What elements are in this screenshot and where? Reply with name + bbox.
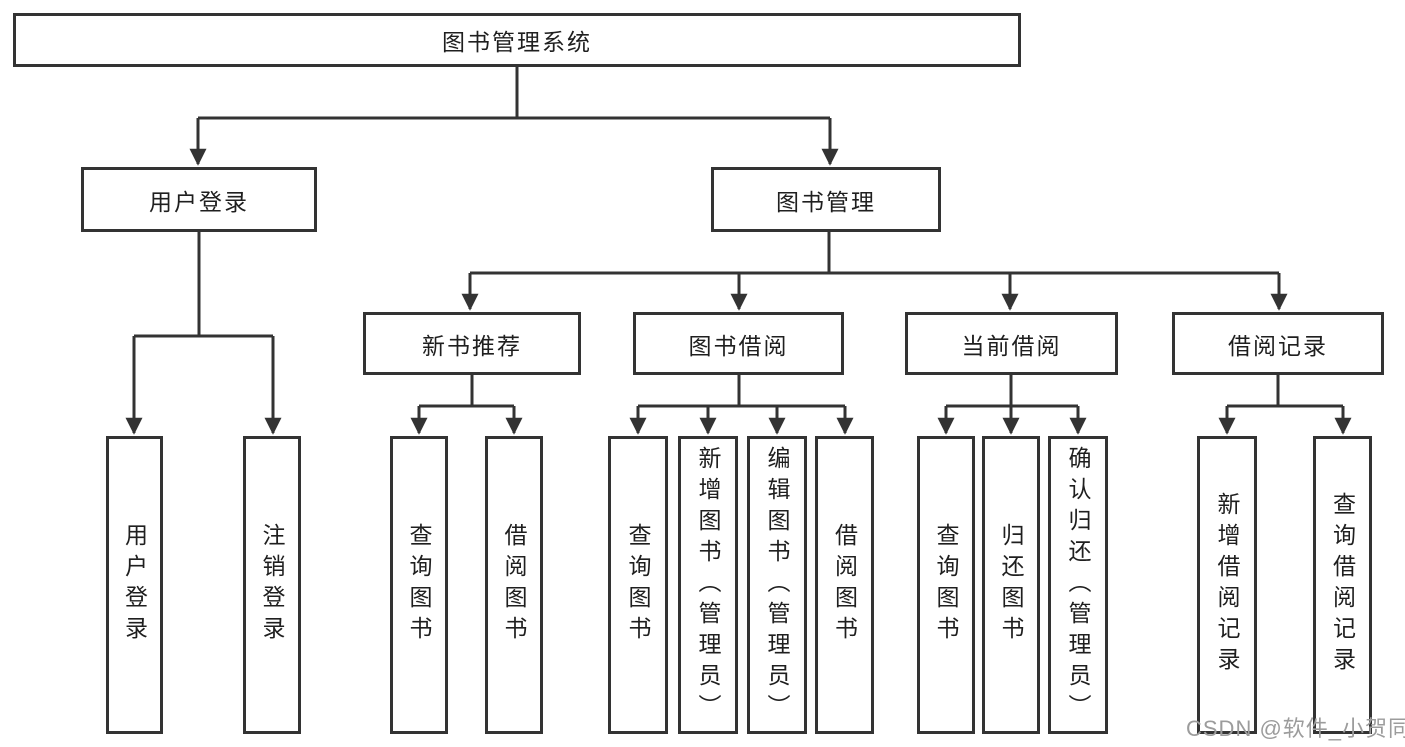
leaf-label: 新增借阅记录	[1214, 492, 1240, 678]
leaf-query-books-borrowing: 查询图书	[608, 436, 668, 734]
leaf-add-books-admin: 新增图书（管理员）	[678, 436, 738, 734]
leaf-label: 归还图书	[998, 523, 1024, 647]
csdn-watermark: CSDN @软件_小贺同学	[1186, 716, 1405, 741]
node-new-book-recommend: 新书推荐	[363, 312, 581, 375]
node-user-login: 用户登录	[81, 167, 317, 232]
leaf-label: 查询借阅记录	[1329, 492, 1356, 678]
leaf-label: 编辑图书（管理员）	[764, 445, 790, 725]
leaf-add-borrow-record: 新增借阅记录	[1197, 436, 1257, 734]
leaf-borrow-books: 借阅图书	[815, 436, 874, 734]
leaf-return-books: 归还图书	[982, 436, 1040, 734]
node-borrowing-records: 借阅记录	[1172, 312, 1384, 375]
leaf-label: 注销登录	[259, 523, 285, 647]
leaf-borrow-books-recommend: 借阅图书	[485, 436, 543, 734]
leaf-label: 确认归还（管理员）	[1065, 445, 1091, 725]
leaf-label: 查询图书	[406, 523, 432, 647]
leaf-logout: 注销登录	[243, 436, 301, 734]
node-book-management: 图书管理	[711, 167, 941, 232]
leaf-confirm-return-admin: 确认归还（管理员）	[1048, 436, 1108, 734]
leaf-label: 借阅图书	[831, 523, 858, 647]
node-current-borrowing: 当前借阅	[905, 312, 1118, 375]
leaf-query-books-current: 查询图书	[917, 436, 975, 734]
leaf-user-login: 用户登录	[106, 436, 163, 734]
node-book-borrowing: 图书借阅	[633, 312, 844, 375]
leaf-label: 用户登录	[121, 523, 148, 647]
leaf-edit-books-admin: 编辑图书（管理员）	[747, 436, 807, 734]
leaf-query-books-recommend: 查询图书	[390, 436, 448, 734]
leaf-label: 新增图书（管理员）	[695, 445, 721, 725]
leaf-label: 查询图书	[933, 523, 959, 647]
leaf-label: 查询图书	[625, 523, 651, 647]
leaf-query-borrow-record: 查询借阅记录	[1313, 436, 1372, 734]
node-root-book-management-system: 图书管理系统	[13, 13, 1021, 67]
leaf-label: 借阅图书	[501, 523, 527, 647]
